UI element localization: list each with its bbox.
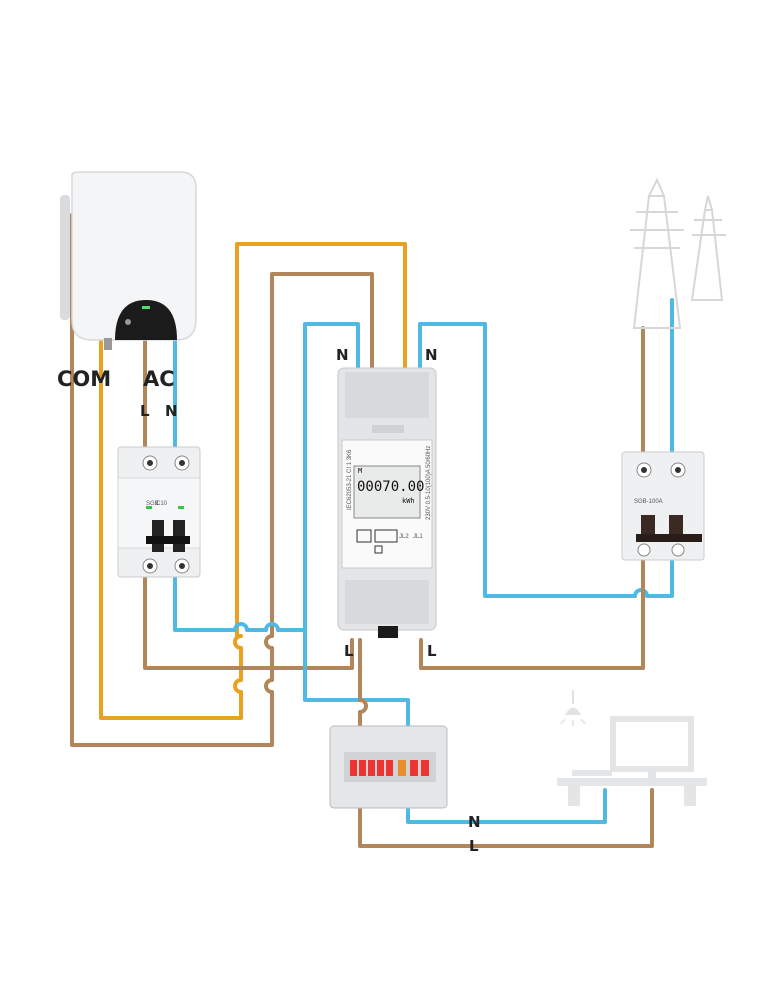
meter-unit: kWh bbox=[402, 497, 415, 505]
label-load-n: N bbox=[468, 813, 481, 831]
load-live-wire bbox=[358, 788, 654, 848]
label-meter-n-left: N bbox=[336, 346, 349, 364]
circuit-breaker-icon bbox=[117, 446, 201, 578]
inverter-icon bbox=[60, 171, 197, 350]
desk-icon bbox=[557, 770, 707, 806]
breaker-right-brand: SGB-100A bbox=[634, 499, 663, 505]
power-pylon-icon bbox=[630, 177, 726, 329]
com-wire-brown bbox=[70, 213, 374, 747]
label-meter-l-left: L bbox=[344, 642, 354, 660]
circuit-breaker-icon-right bbox=[621, 451, 705, 561]
breaker-left-brand: SGB bbox=[146, 501, 159, 507]
meter-marker: M bbox=[358, 467, 362, 475]
breaker-left-rating: C10 bbox=[156, 501, 168, 507]
breaker-left-live-out bbox=[143, 573, 354, 670]
label-meter-l-right: L bbox=[427, 642, 437, 660]
meter-side-text: IEC62053-21 CI 1 3K6 bbox=[347, 449, 353, 510]
monitor-icon bbox=[610, 716, 694, 782]
distribution-board-icon bbox=[329, 725, 448, 809]
meter-pulse-l1: JL1 bbox=[413, 534, 423, 540]
meter-spec-text: 230V 0.5-10(100)A 50/60Hz bbox=[426, 446, 432, 520]
lamp-icon bbox=[560, 690, 586, 726]
label-inverter-l: L bbox=[140, 402, 150, 420]
label-load-l: L bbox=[469, 837, 479, 855]
meter-neutral-right-wire bbox=[418, 322, 674, 598]
meter-live-left-wire bbox=[358, 638, 368, 732]
label-inverter-n: N bbox=[165, 402, 178, 420]
load-neutral-wire bbox=[406, 788, 607, 824]
breaker-left-neutral-out bbox=[173, 573, 307, 632]
meter-live-right-wire bbox=[419, 558, 645, 670]
label-meter-n-right: N bbox=[425, 346, 438, 364]
label-com: COM bbox=[57, 367, 111, 391]
meter-neutral-left-wire bbox=[303, 322, 410, 732]
meter-reading: 00070.00 bbox=[357, 479, 424, 495]
com-wire-yellow bbox=[99, 242, 407, 720]
label-ac: AC bbox=[143, 367, 175, 391]
energy-meter bbox=[337, 367, 437, 638]
meter-pulse-l2: JL2 bbox=[399, 534, 409, 540]
